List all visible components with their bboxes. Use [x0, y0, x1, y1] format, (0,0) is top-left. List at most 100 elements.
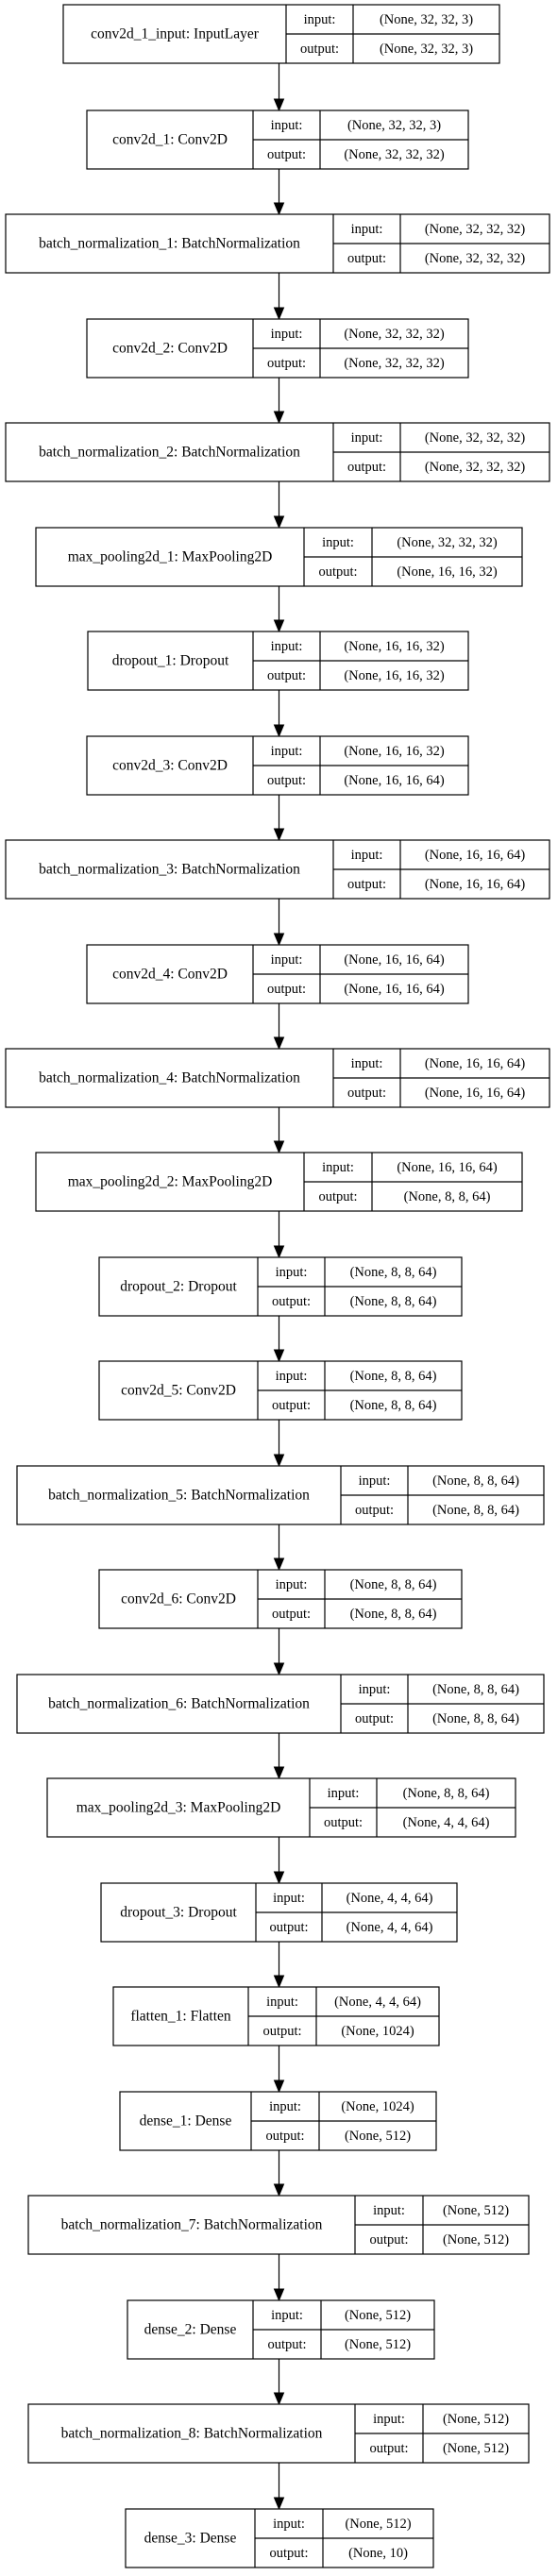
arrow-head [273, 1557, 285, 1572]
layer-name: batch_normalization_4: BatchNormalizatio… [39, 1070, 300, 1086]
output-shape: (None, 512) [345, 2129, 411, 2144]
output-label: output: [269, 1920, 308, 1935]
flow-arrow [273, 1420, 285, 1468]
output-label: output: [267, 773, 306, 788]
input-shape: (None, 32, 32, 3) [380, 12, 473, 27]
output-shape: (None, 16, 16, 64) [425, 877, 525, 892]
layer-node: batch_normalization_5: BatchNormalizatio… [16, 1465, 545, 1525]
layer-node: batch_normalization_8: BatchNormalizatio… [27, 2403, 530, 2464]
flow-arrow [273, 1107, 285, 1154]
arrow-head [273, 202, 285, 216]
output-shape: (None, 8, 8, 64) [404, 1189, 491, 1204]
input-shape: (None, 512) [443, 2203, 509, 2218]
layer-name: dense_3: Dense [144, 2531, 237, 2547]
layer-box [35, 527, 523, 587]
layer-name: conv2d_5: Conv2D [121, 1383, 236, 1399]
input-shape: (None, 16, 16, 64) [425, 1056, 525, 1071]
input-label: input: [359, 1473, 391, 1489]
input-shape: (None, 8, 8, 64) [432, 1682, 519, 1697]
input-label: input: [359, 1682, 391, 1697]
output-label: output: [347, 877, 386, 892]
arrow-head [273, 1245, 285, 1259]
output-label: output: [347, 1086, 386, 1101]
output-shape: (None, 32, 32, 3) [380, 42, 473, 57]
flow-arrow [273, 378, 285, 425]
output-shape: (None, 16, 16, 64) [425, 1086, 525, 1101]
input-shape: (None, 512) [345, 2308, 411, 2323]
output-shape: (None, 8, 8, 64) [350, 1294, 437, 1309]
input-shape: (None, 8, 8, 64) [432, 1473, 519, 1489]
arrow-head [273, 1036, 285, 1051]
flow-arrow [273, 1837, 285, 1885]
input-label: input: [271, 2308, 303, 2323]
layer-name: max_pooling2d_1: MaxPooling2D [68, 549, 273, 565]
input-label: input: [276, 1265, 308, 1280]
output-shape: (None, 32, 32, 32) [344, 147, 444, 162]
layer-name: batch_normalization_6: BatchNormalizatio… [48, 1696, 310, 1712]
output-shape: (None, 32, 32, 32) [425, 251, 525, 266]
input-shape: (None, 1024) [341, 2099, 414, 2114]
arrow-head [273, 1766, 285, 1780]
layer-name: max_pooling2d_2: MaxPooling2D [68, 1174, 273, 1190]
layer-node: batch_normalization_3: BatchNormalizatio… [5, 839, 550, 900]
output-label: output: [347, 251, 386, 266]
flow-arrow [273, 586, 285, 633]
arrow-head [273, 1975, 285, 1989]
input-label: input: [322, 535, 354, 550]
output-label: output: [318, 1189, 357, 1204]
input-shape: (None, 16, 16, 64) [425, 848, 525, 863]
output-label: output: [272, 1607, 311, 1622]
input-label: input: [273, 2517, 305, 2532]
input-label: input: [271, 327, 303, 342]
input-label: input: [351, 430, 383, 446]
input-shape: (None, 8, 8, 64) [350, 1369, 437, 1384]
input-shape: (None, 32, 32, 32) [425, 222, 525, 237]
layer-node: batch_normalization_6: BatchNormalizatio… [16, 1674, 545, 1734]
output-shape: (None, 512) [443, 2232, 509, 2248]
input-shape: (None, 4, 4, 64) [334, 1995, 421, 2010]
input-label: input: [276, 1577, 308, 1592]
output-label: output: [265, 2129, 304, 2144]
arrow-head [273, 1349, 285, 1363]
flow-arrow [273, 273, 285, 321]
output-label: output: [267, 356, 306, 371]
arrow-head [273, 98, 285, 112]
output-label: output: [355, 1711, 394, 1726]
input-label: input: [304, 12, 336, 27]
arrow-head [273, 1662, 285, 1676]
arrow-head [273, 1140, 285, 1154]
input-label: input: [351, 222, 383, 237]
input-label: input: [273, 1891, 305, 1906]
output-shape: (None, 512) [443, 2441, 509, 2456]
layer-name: batch_normalization_5: BatchNormalizatio… [48, 1488, 310, 1504]
arrow-head [273, 515, 285, 530]
layer-node: batch_normalization_4: BatchNormalizatio… [5, 1048, 550, 1108]
flow-arrow [273, 481, 285, 530]
input-label: input: [271, 744, 303, 759]
output-label: output: [269, 2546, 308, 2561]
arrow-head [273, 2183, 285, 2197]
input-label: input: [266, 1995, 298, 2010]
layer-name: conv2d_1: Conv2D [112, 132, 228, 148]
output-label: output: [272, 1294, 311, 1309]
output-label: output: [318, 564, 357, 580]
flow-arrow [273, 2463, 285, 2511]
input-shape: (None, 16, 16, 32) [344, 744, 444, 759]
output-shape: (None, 512) [345, 2337, 411, 2352]
output-shape: (None, 16, 16, 64) [344, 773, 444, 788]
flow-arrow [273, 1211, 285, 1259]
flow-arrow [273, 1628, 285, 1676]
arrow-head [273, 307, 285, 321]
layer-name: batch_normalization_1: BatchNormalizatio… [39, 236, 300, 252]
output-label: output: [267, 2337, 306, 2352]
flow-arrow [273, 2359, 285, 2406]
output-shape: (None, 4, 4, 64) [403, 1815, 490, 1830]
